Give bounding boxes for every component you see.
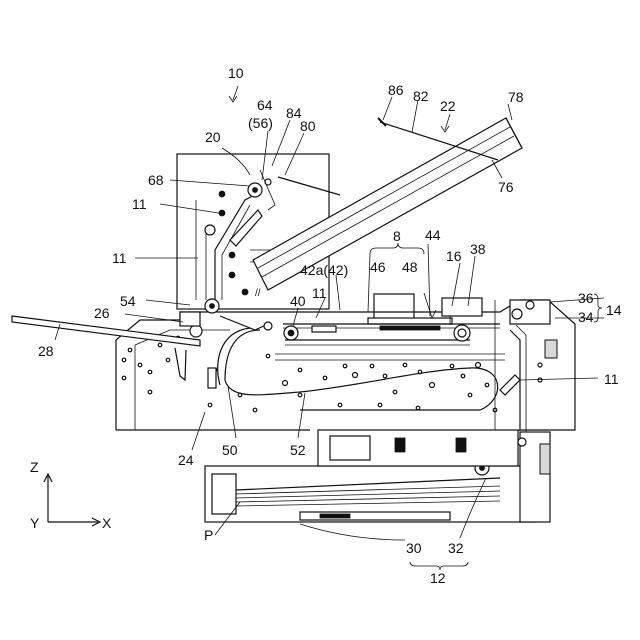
label-48: 48 [402, 259, 418, 275]
label-32: 32 [448, 540, 464, 556]
bracket-12 [410, 562, 468, 570]
label-50: 50 [222, 442, 238, 458]
label-34: 34 [578, 309, 594, 325]
axis-y-label: Y [30, 515, 40, 531]
axis-z-label: Z [30, 459, 39, 475]
label-78: 78 [508, 89, 524, 105]
label-52: 52 [290, 442, 306, 458]
label-44: 44 [425, 227, 441, 243]
output-tray [12, 299, 272, 380]
label-11-center: 11 [312, 285, 327, 301]
label-30: 30 [406, 540, 422, 556]
label-11-upper: 11 [132, 196, 147, 212]
label-14: 14 [606, 302, 622, 318]
paper-path [218, 325, 526, 440]
label-40: 40 [290, 293, 306, 309]
label-11-right: 11 [604, 371, 619, 387]
label-24: 24 [178, 452, 194, 468]
document-tray [253, 118, 522, 290]
label-11-mid: 11 [112, 250, 127, 266]
label-8: 8 [393, 228, 401, 244]
label-68: 68 [148, 172, 164, 188]
label-38: 38 [470, 241, 486, 257]
label-28: 28 [38, 343, 54, 359]
label-86: 86 [388, 82, 404, 98]
axis-x-label: X [102, 515, 112, 531]
label-80: 80 [300, 118, 316, 134]
label-12: 12 [430, 570, 446, 586]
label-56: (56) [248, 115, 273, 131]
svg-text://: // [255, 288, 261, 299]
label-22: 22 [440, 98, 456, 114]
label-42a: 42a(42) [300, 262, 348, 278]
label-82: 82 [413, 88, 429, 104]
label-10: 10 [228, 65, 244, 81]
label-20: 20 [205, 129, 221, 145]
label-76: 76 [498, 179, 514, 195]
label-16: 16 [446, 248, 462, 264]
paper-cassette [205, 430, 550, 522]
label-26: 26 [94, 305, 110, 321]
label-54: 54 [120, 293, 136, 309]
label-46: 46 [370, 259, 386, 275]
axis-indicator [44, 474, 100, 526]
label-36: 36 [578, 290, 594, 306]
label-64: 64 [257, 97, 273, 113]
label-P: P [204, 527, 213, 543]
bracket-8 [370, 243, 424, 254]
